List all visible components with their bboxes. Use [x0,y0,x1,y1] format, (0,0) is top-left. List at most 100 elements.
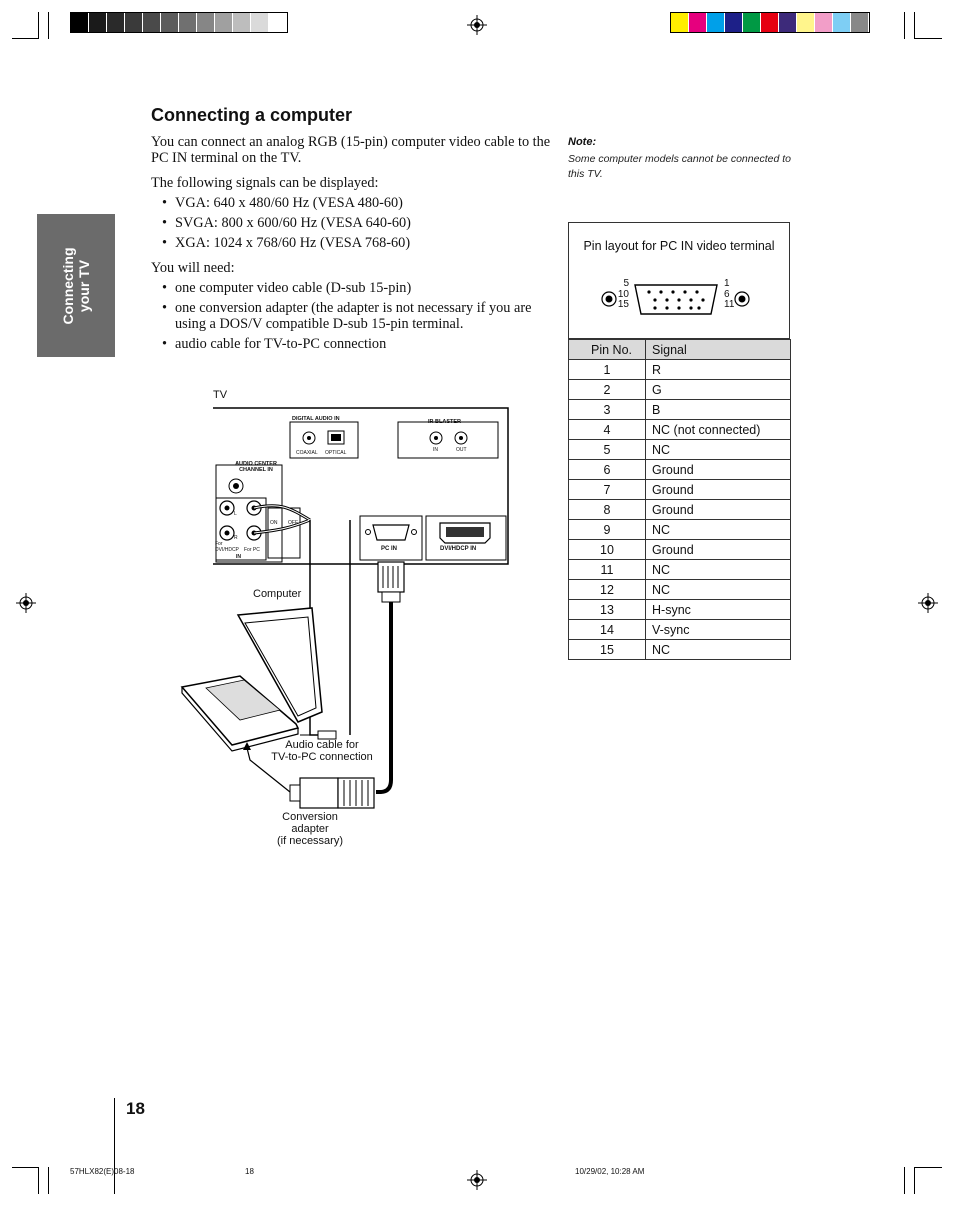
crop-mark [904,12,905,39]
grayscale-registration-bar [70,12,288,33]
pin-number: 6 [724,288,730,300]
adapter-label-line: (if necessary) [276,835,344,847]
crop-mark [915,1167,942,1168]
switch-on-label: ON [270,520,278,526]
page-number: 18 [126,1099,145,1118]
pin-number: 5 [623,278,629,289]
laptop-icon [180,607,323,752]
pin-number-cell: 11 [568,559,646,580]
pin-number: 1 [724,278,730,289]
signals-intro: The following signals can be displayed: [151,175,379,191]
pin-number-cell: 1 [568,359,646,380]
registration-target-icon [467,1170,487,1190]
audio-l-label: L [234,511,237,517]
pin-number-cell: 4 [568,419,646,440]
note-text: Some computer models cannot be connected… [568,153,791,180]
note-title: Note: [568,136,597,148]
side-tab-line1: Connecting [60,247,76,324]
signal-cell: H-sync [645,599,791,620]
signal-cell: NC [645,439,791,460]
signal-cell: Ground [645,539,791,560]
swatch [689,13,707,32]
crop-mark [914,12,915,39]
pc-in-box [359,515,423,561]
swatch [89,13,107,32]
signal-cell: V-sync [645,619,791,640]
swatch [815,13,833,32]
intro-paragraph: You can connect an analog RGB (15-pin) c… [151,134,551,166]
pin-number-cell: 3 [568,399,646,420]
swatch [179,13,197,32]
coaxial-label: COAXIAL [296,450,318,456]
footer-page: 18 [245,1167,254,1176]
crop-mark [38,1167,39,1194]
digital-audio-box [289,421,359,459]
pin-layout-box: Pin layout for PC IN video terminal 5 10… [568,222,790,339]
registration-target-icon [16,593,36,613]
registration-target-icon [918,593,938,613]
swatch [107,13,125,32]
pc-in-label: PC IN [381,546,398,552]
list-item: audio cable for TV-to-PC connection [151,336,551,352]
needs-list: one computer video cable (D-sub 15-pin) … [151,280,551,356]
dvi-hdcp-box [425,515,507,561]
list-item: one computer video cable (D-sub 15-pin) [151,280,551,296]
crop-mark [12,38,39,39]
list-item: XGA: 1024 x 768/60 Hz (VESA 768-60) [151,235,551,251]
swatch [197,13,215,32]
pin-number-cell: 9 [568,519,646,540]
audio-cable-label-line: Audio cable for [285,739,359,751]
adapter-label-line: Conversion [282,811,338,823]
pin-number-cell: 5 [568,439,646,460]
pin-number-cell: 8 [568,499,646,520]
dvi-hdcp-in-label: DVI/HDCP IN [440,546,477,552]
audio-in-label: IN [236,554,241,560]
swatch [125,13,143,32]
margin-rule [114,1098,115,1194]
for-dvi-label: For DVI/HDCP [215,541,239,553]
for-pc-label: For PC [244,547,260,553]
color-registration-bar [670,12,870,33]
swatch [71,13,89,32]
swatch [761,13,779,32]
signal-cell: NC (not connected) [645,419,791,440]
swatch [233,13,251,32]
column-header: Pin No. [568,339,646,360]
digital-audio-in-label: DIGITAL AUDIO IN [292,416,340,422]
swatch [743,13,761,32]
footer-date: 10/29/02, 10:28 AM [575,1167,645,1176]
swatch [671,13,689,32]
signal-cell: R [645,359,791,380]
pin-number-cell: 12 [568,579,646,600]
audio-r-label: R [234,535,238,541]
pin-number: 11 [724,299,735,310]
pin-number-cell: 6 [568,459,646,480]
signal-cell: Ground [645,479,791,500]
pin-number: 15 [617,299,629,310]
optical-label: OPTICAL [325,450,347,456]
crop-mark [12,1167,39,1168]
registration-target-icon [467,15,487,35]
pin-numbers-left: 5 10 15 [615,278,629,311]
crop-mark [914,1167,915,1194]
list-item: one conversion adapter (the adapter is n… [151,300,551,332]
signal-cell: Ground [645,459,791,480]
vga-connector-icon [601,284,750,315]
signals-list: VGA: 640 x 480/60 Hz (VESA 480-60) SVGA:… [151,195,551,255]
ir-in-label: IN [433,447,438,453]
tv-label: TV [213,389,228,401]
pin-number-cell: 15 [568,639,646,660]
ir-blaster-box [397,421,499,459]
page-title: Connecting a computer [151,105,353,125]
swatch [797,13,815,32]
side-tab-line2: your TV [76,259,92,312]
ir-out-label: OUT [456,447,467,453]
